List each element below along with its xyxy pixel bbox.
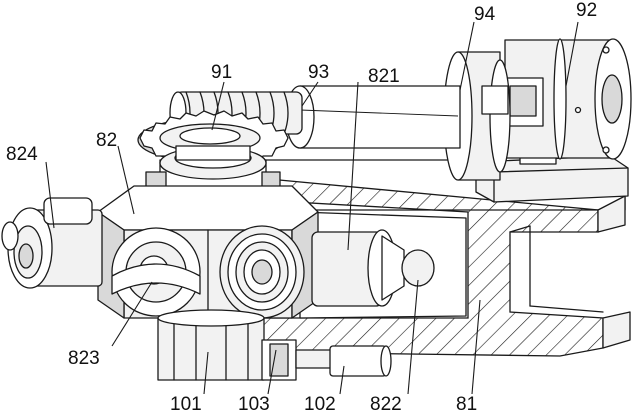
label-94: 94	[474, 4, 496, 25]
label-101: 101	[170, 394, 202, 415]
tool-holder-824	[1, 197, 103, 289]
label-91: 91	[211, 62, 232, 83]
label-102: 102	[304, 394, 336, 415]
motor-92	[502, 38, 632, 160]
label-821: 821	[368, 66, 400, 87]
center-tool	[111, 227, 201, 317]
label-823: 823	[68, 348, 100, 369]
slider-103	[261, 339, 297, 381]
label-82: 82	[96, 130, 117, 151]
part-labels: 91 93 821 94 92 824 82 823 101 103 102 8…	[6, 0, 597, 415]
shaft-93	[285, 85, 461, 149]
base-101	[157, 309, 265, 381]
front-ribbed-tool	[219, 225, 305, 319]
label-92: 92	[576, 0, 597, 21]
tool-821	[311, 229, 405, 307]
leader-lines	[45, 21, 579, 395]
label-822: 822	[370, 394, 402, 415]
label-93: 93	[308, 62, 329, 83]
label-824: 824	[6, 144, 38, 165]
label-81: 81	[456, 394, 477, 415]
label-103: 103	[238, 394, 270, 415]
